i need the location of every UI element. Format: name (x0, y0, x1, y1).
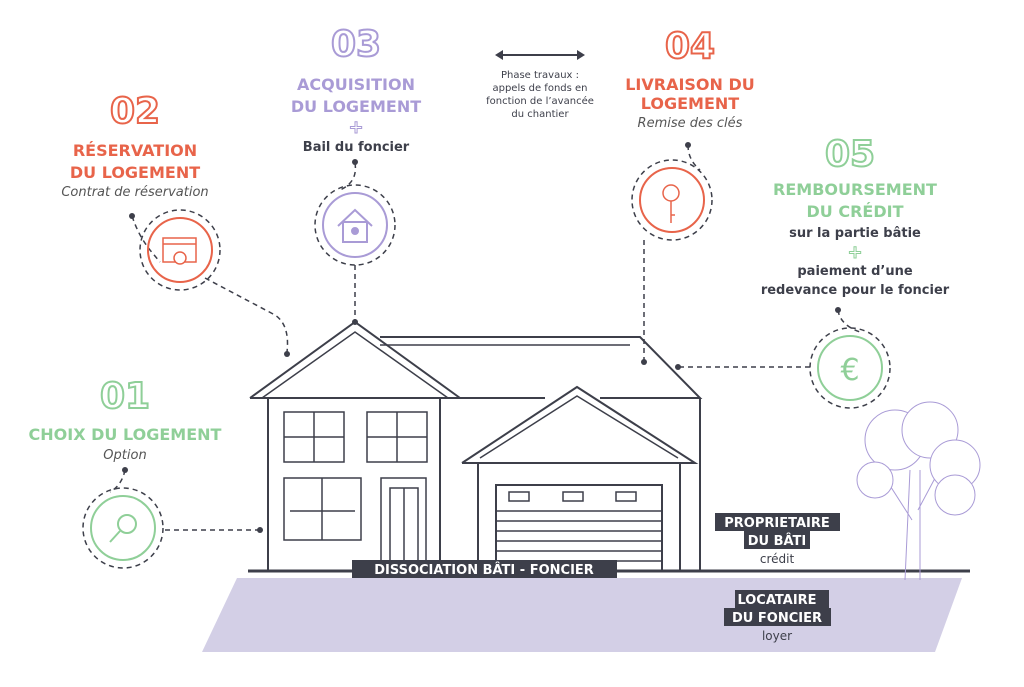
step-subtitle: Contrat de réservation (61, 185, 208, 200)
magnifier-icon (109, 514, 137, 543)
step-03: 03 ACQUISITION DU LOGEMENT + Bail du fon… (291, 23, 421, 266)
step-04: 04 LIVRAISON DU LOGEMENT Remise des clés (625, 25, 755, 241)
step-title: DU LOGEMENT (291, 97, 421, 116)
step-title: CHOIX DU LOGEMENT (29, 425, 222, 444)
step-number: 03 (331, 24, 381, 65)
locataire-label: LOCATAIRE (737, 593, 816, 608)
step-detail: paiement d’une (797, 264, 912, 279)
key-icon (662, 184, 680, 223)
phase-line: appels de fonds en (492, 83, 587, 94)
step-01: 01 CHOIX DU LOGEMENT Option (29, 375, 222, 569)
step-detail: redevance pour le foncier (761, 283, 950, 298)
step-02: 02 RÉSERVATION DU LOGEMENT Contrat de ré… (61, 90, 221, 291)
phase-line: Phase travaux : (501, 70, 579, 81)
plus-icon: + (847, 242, 862, 263)
step-subtitle: Option (103, 448, 146, 463)
step-number: 04 (665, 26, 715, 67)
house-heart-icon (337, 208, 373, 243)
locataire-sub: loyer (762, 629, 792, 643)
proprietaire-label: PROPRIETAIRE (724, 516, 830, 531)
step-subtitle: Remise des clés (638, 116, 743, 131)
step-title: ACQUISITION (297, 75, 415, 94)
step-number: 02 (110, 91, 160, 132)
plus-icon: + (348, 117, 363, 138)
step-title: LIVRAISON DU (625, 75, 755, 94)
tree-illustration (856, 401, 981, 581)
step-title: DU CRÉDIT (807, 202, 904, 221)
dissociation-label: DISSOCIATION BÂTI - FONCIER (374, 562, 594, 578)
step-05: 05 REMBOURSEMENT DU CRÉDIT sur la partie… (761, 133, 950, 409)
proprietaire-sub: crédit (760, 552, 795, 566)
step-title: LOGEMENT (641, 94, 740, 113)
step-detail: Bail du foncier (303, 140, 410, 155)
step-title: REMBOURSEMENT (773, 180, 937, 199)
euro-icon: € (840, 353, 859, 388)
step-title: RÉSERVATION (73, 141, 197, 160)
calendar-check-icon (162, 237, 197, 265)
step-detail: sur la partie bâtie (789, 226, 921, 241)
house-illustration (249, 320, 703, 572)
land-parcel (202, 578, 962, 652)
step-title: DU LOGEMENT (70, 163, 200, 182)
phase-travaux: Phase travaux : appels de fonds en fonct… (486, 50, 594, 120)
proprietaire-label: DU BÂTI (748, 533, 807, 549)
step-number: 05 (825, 134, 875, 175)
phase-line: du chantier (511, 109, 569, 120)
connectors (109, 142, 861, 533)
phase-line: fonction de l’avancée (486, 95, 594, 107)
locataire-label: DU FONCIER (732, 611, 822, 626)
step-number: 01 (100, 376, 150, 417)
